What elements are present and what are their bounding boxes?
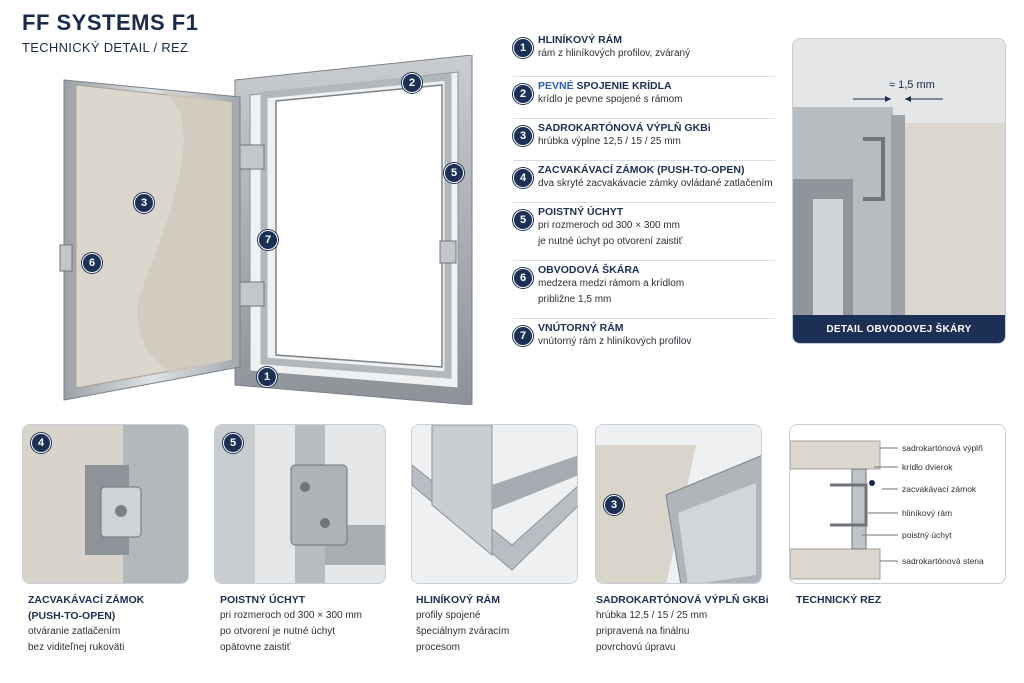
legend-badge: 1	[513, 38, 533, 58]
caption-desc: pri rozmeroch od 300 × 300 mm	[220, 610, 363, 621]
legend-desc: dva skryté zacvakávacie zámky ovládané z…	[538, 178, 773, 189]
legend-desc: rám z hliníkových profilov, zváraný	[538, 48, 691, 59]
legend-badge: 7	[513, 326, 533, 346]
legend-badge: 5	[513, 210, 533, 230]
caption-lock: ZACVAKÁVACÍ ZÁMOK (PUSH-TO-OPEN) otváran…	[28, 592, 208, 656]
legend-desc: krídlo je pevne spojené s rámom	[538, 94, 683, 105]
legend-desc: je nutné úchyt po otvorení zaistiť	[538, 236, 683, 247]
legend-desc: vnútorný rám z hliníkových profilov	[538, 336, 692, 347]
hero-badge-2: 2	[402, 73, 422, 93]
hero-badge-3: 3	[134, 193, 154, 213]
caption-desc: profily spojené	[416, 610, 481, 621]
caption-desc: pripravená na finálnu	[596, 626, 690, 637]
panel-badge: 3	[604, 495, 624, 515]
caption-desc: bez viditeľnej rukoväti	[28, 642, 125, 653]
gap-dimension-label: ≈ 1,5 mm	[889, 79, 935, 91]
caption-section: TECHNICKÝ REZ	[796, 592, 996, 608]
section-drawing	[790, 440, 898, 580]
legend-badge: 3	[513, 126, 533, 146]
caption-desc: špeciálnym zváracím	[416, 626, 510, 637]
caption-desc: po otvorení je nutné úchyt	[220, 626, 336, 637]
hero-badge-7: 7	[258, 230, 278, 250]
legend-title: ZACVAKÁVACÍ ZÁMOK (PUSH-TO-OPEN)	[538, 164, 745, 176]
legend-badge: 2	[513, 84, 533, 104]
section-label: poistný úchyt	[902, 530, 952, 540]
legend-item-2: 2 PEVNÉ SPOJENIE KRÍDLA krídlo je pevne …	[513, 77, 775, 119]
legend-item-3: 3 SADROKARTÓNOVÁ VÝPLŇ GKBi hrúbka výpln…	[513, 119, 775, 161]
legend-item-6: 6 OBVODOVÁ ŠKÁRA medzera medzi rámom a k…	[513, 261, 775, 319]
gap-detail-photo: ≈ 1,5 mm DETAIL OBVODOVEJ ŠKÁRY	[792, 38, 1006, 344]
panel-safety-catch: 5	[214, 424, 386, 584]
access-panel-illustration: 2 3 5 6 7 1	[50, 54, 490, 406]
section-label: krídlo dvierok	[902, 462, 953, 472]
page-subtitle: TECHNICKÝ DETAIL / REZ	[22, 40, 189, 55]
caption-desc: procesom	[416, 642, 460, 653]
brand-title: FF SYSTEMS F1	[22, 10, 199, 35]
caption-gypsum-fill: SADROKARTÓNOVÁ VÝPLŇ GKBi hrúbka 12,5 / …	[596, 592, 786, 656]
legend-title: SADROKARTÓNOVÁ VÝPLŇ GKBi	[538, 122, 711, 134]
section-label: sadrokartónová stena	[902, 556, 984, 566]
legend-title: HLINÍKOVÝ RÁM	[538, 34, 622, 46]
legend-badge: 4	[513, 168, 533, 188]
caption-title: SADROKARTÓNOVÁ VÝPLŇ GKBi	[596, 594, 769, 606]
caption-title: POISTNÝ ÚCHYT	[220, 594, 306, 606]
section-label: zacvakávací zámok	[902, 484, 977, 494]
legend-desc: približne 1,5 mm	[538, 294, 612, 305]
hero-badge-5: 5	[444, 163, 464, 183]
legend-item-1: 1 HLINÍKOVÝ RÁM rám z hliníkových profil…	[513, 34, 775, 77]
caption-desc: hrúbka 12,5 / 15 / 25 mm	[596, 610, 708, 621]
panel-badge: 4	[31, 433, 51, 453]
panel-badge: 5	[223, 433, 243, 453]
legend-title: OBVODOVÁ ŠKÁRA	[538, 264, 640, 276]
caption-title: ZACVAKÁVACÍ ZÁMOK	[28, 594, 145, 606]
legend-badge: 6	[513, 268, 533, 288]
hero-badge-1: 1	[257, 367, 277, 387]
panel-aluminium-frame	[411, 424, 578, 584]
caption-safety-catch: POISTNÝ ÚCHYT pri rozmeroch od 300 × 300…	[220, 592, 400, 656]
caption-title: (PUSH-TO-OPEN)	[28, 610, 116, 622]
panel-lock: 4	[22, 424, 189, 584]
hero-badge-6: 6	[82, 253, 102, 273]
caption-desc: opätovne zaistiť	[220, 642, 291, 653]
section-label: hliníkový rám	[902, 508, 953, 518]
section-label: sadrokartónová výplň	[902, 443, 983, 453]
access-panel-drawing	[59, 54, 473, 406]
legend-list: 1 HLINÍKOVÝ RÁM rám z hliníkových profil…	[513, 34, 775, 361]
legend-item-5: 5 POISTNÝ ÚCHYT pri rozmeroch od 300 × 3…	[513, 203, 775, 261]
caption-aluminium-frame: HLINÍKOVÝ RÁM profily spojené špeciálnym…	[416, 592, 586, 656]
legend-title: VNÚTORNÝ RÁM	[538, 322, 624, 334]
panel-section: sadrokartónová výplň krídlo dvierok zacv…	[789, 424, 1006, 584]
gap-detail-drawing	[793, 39, 1005, 317]
caption-title: HLINÍKOVÝ RÁM	[416, 594, 500, 606]
legend-desc: hrúbka výplne 12,5 / 15 / 25 mm	[538, 136, 681, 147]
panel-gypsum-fill: 3	[595, 424, 762, 584]
model-name: F1	[171, 10, 199, 35]
caption-title: TECHNICKÝ REZ	[796, 594, 882, 606]
legend-desc: medzera medzi rámom a krídlom	[538, 278, 685, 289]
gap-detail-caption: DETAIL OBVODOVEJ ŠKÁRY	[793, 315, 1005, 343]
legend-title: PEVNÉ SPOJENIE KRÍDLA	[538, 80, 672, 92]
legend-desc: pri rozmeroch od 300 × 300 mm	[538, 220, 681, 231]
legend-title: POISTNÝ ÚCHYT	[538, 206, 624, 218]
caption-desc: otváranie zatlačením	[28, 626, 121, 637]
caption-desc: povrchovú úpravu	[596, 642, 676, 653]
legend-item-7: 7 VNÚTORNÝ RÁM vnútorný rám z hliníkovýc…	[513, 319, 775, 361]
legend-item-4: 4 ZACVAKÁVACÍ ZÁMOK (PUSH-TO-OPEN) dva s…	[513, 161, 775, 203]
